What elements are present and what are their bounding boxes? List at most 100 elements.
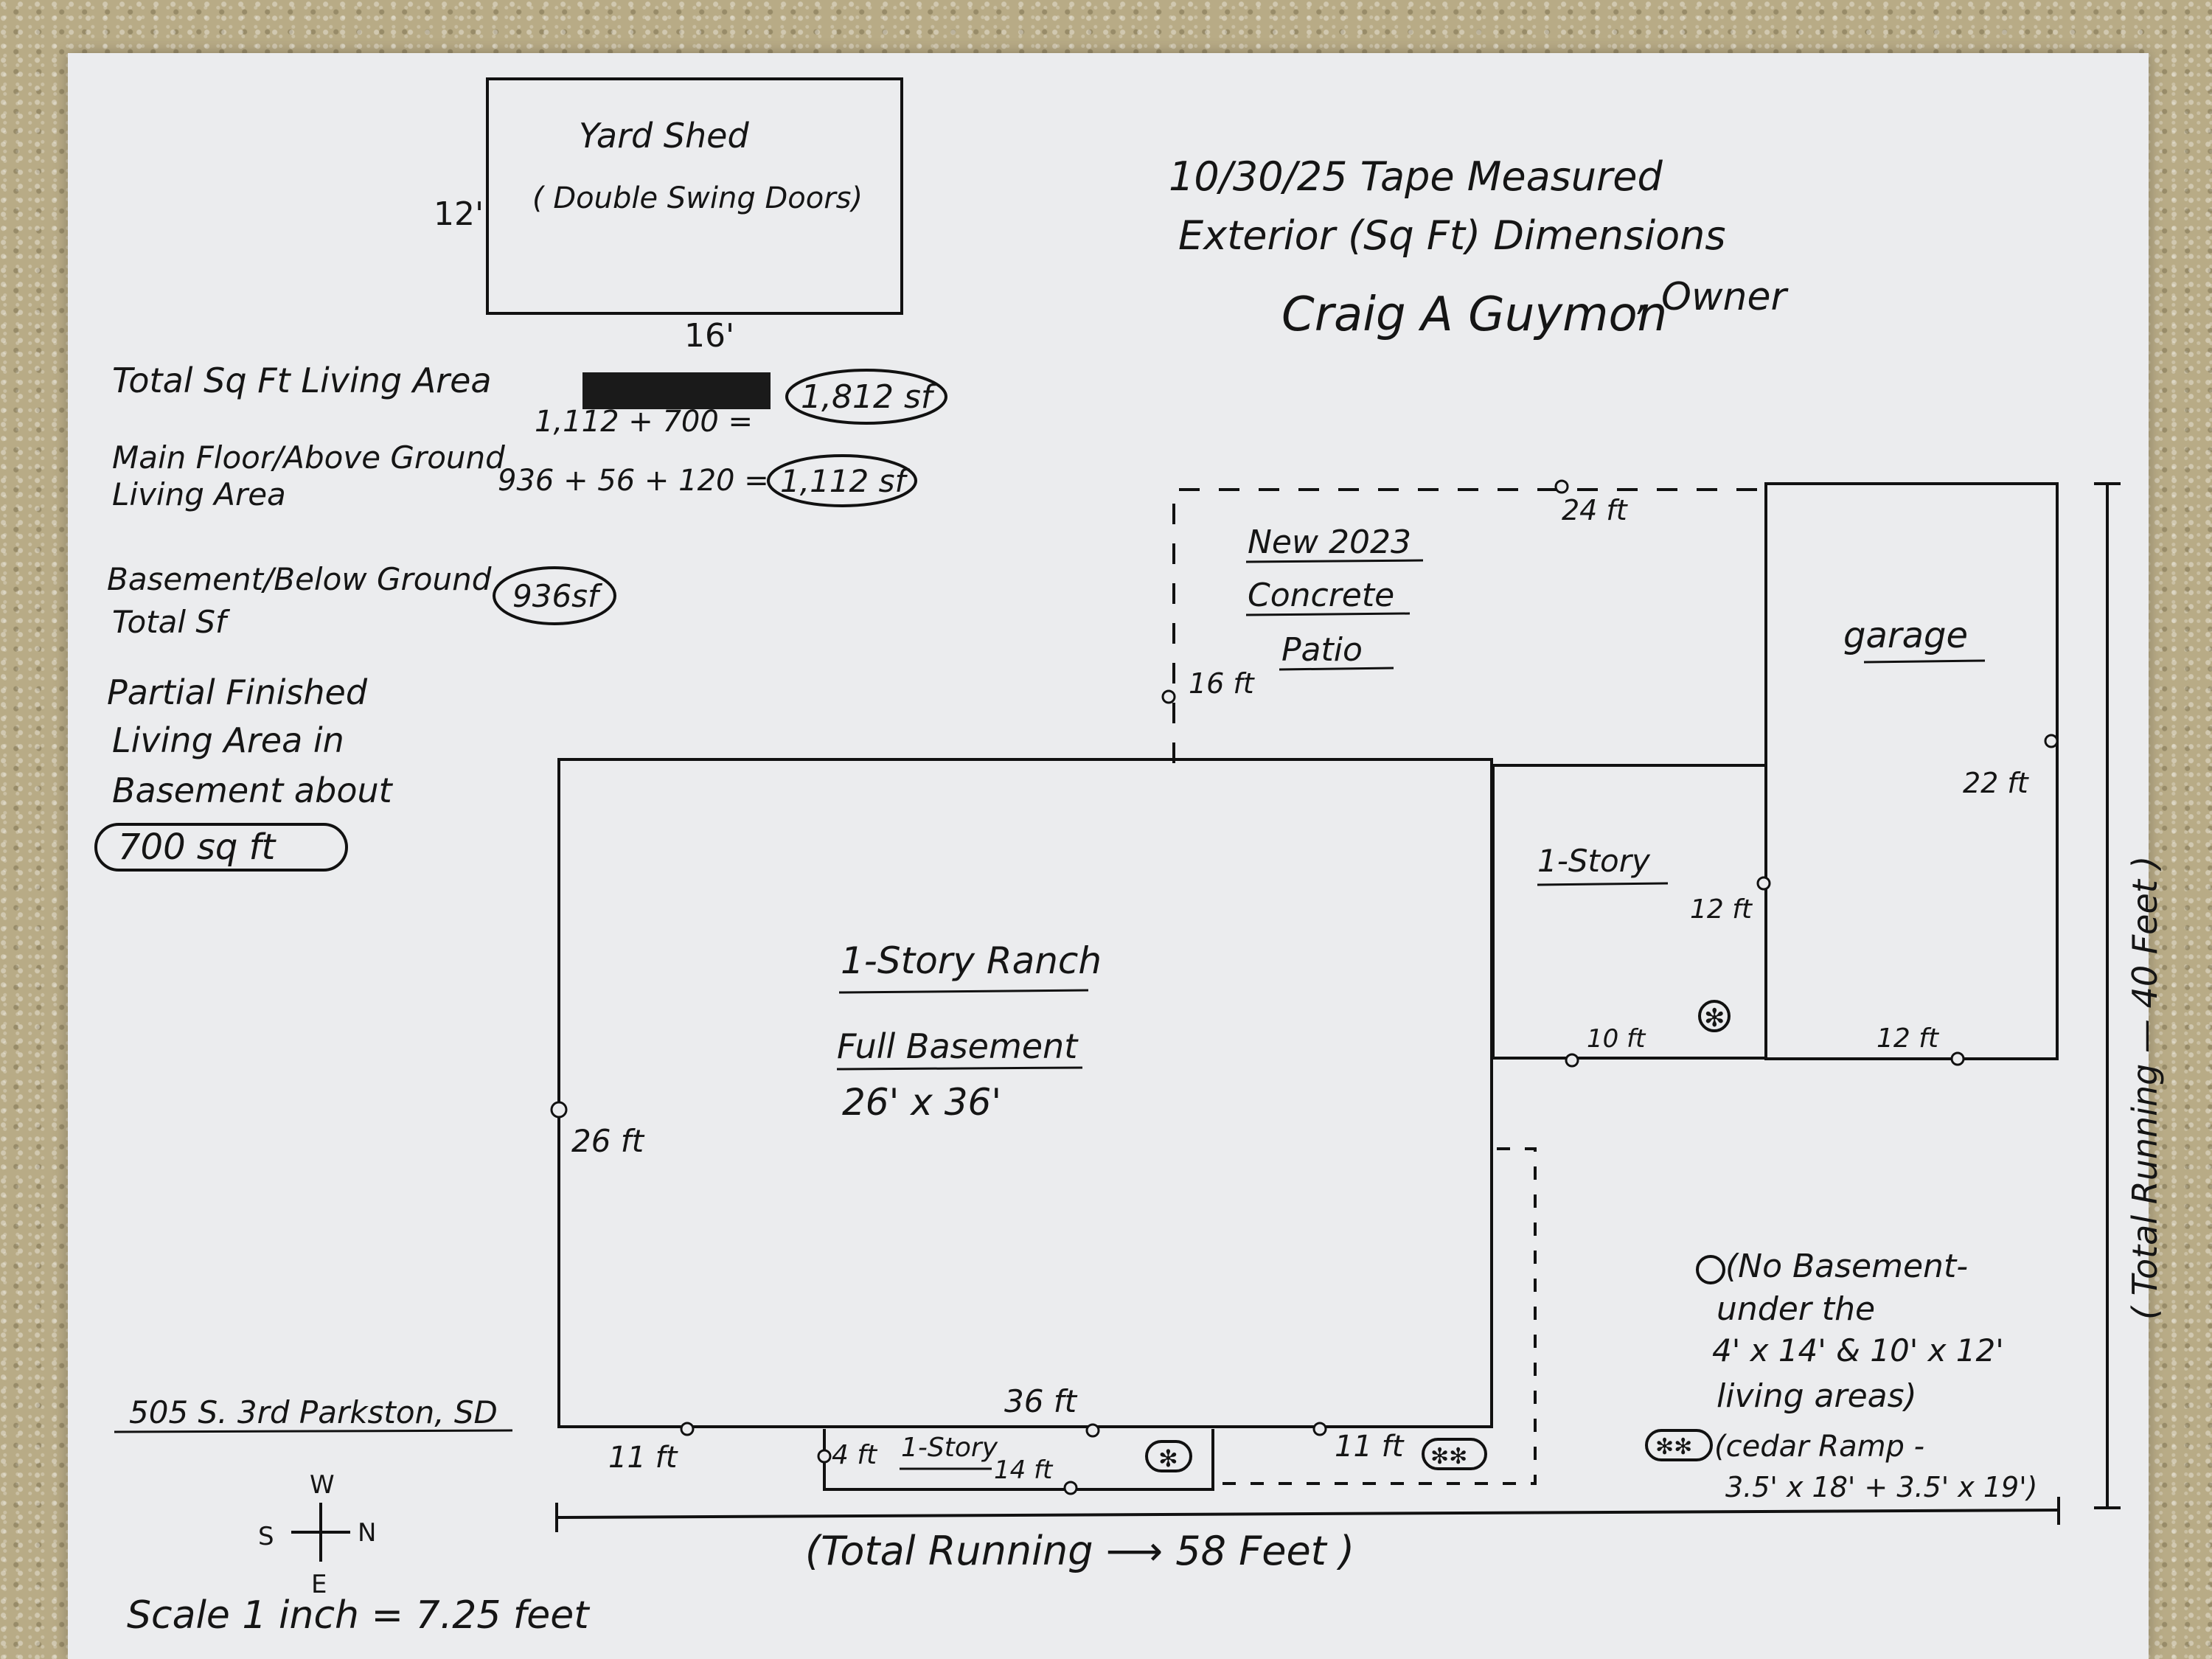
front-width-tick bbox=[1063, 1481, 1078, 1495]
front-left-label: 11 ft bbox=[608, 1441, 678, 1475]
one-story-width-tick bbox=[1565, 1053, 1579, 1068]
owner-label: , Owner bbox=[1637, 275, 1789, 319]
note1-line-1: (No Basement- bbox=[1725, 1248, 1968, 1285]
header-date-line: 10/30/25 Tape Measured bbox=[1169, 153, 1663, 200]
note1-line-4: living areas) bbox=[1717, 1377, 1917, 1415]
front-no-basement-oval bbox=[1145, 1440, 1192, 1472]
note2-symbol: ✻✻ bbox=[1655, 1434, 1692, 1460]
basement-label-underline bbox=[836, 1066, 1083, 1071]
shed-height-label: 12' bbox=[434, 195, 484, 233]
garage-depth-tick bbox=[2044, 734, 2059, 748]
partial-finished-line-3: Basement about bbox=[112, 771, 394, 810]
ranch-outline bbox=[557, 758, 1493, 1428]
total-living-oval bbox=[785, 369, 947, 425]
note2-line-1: (cedar Ramp - bbox=[1714, 1430, 1924, 1464]
ranch-label-underline bbox=[838, 989, 1089, 994]
ranch-label: 1-Story Ranch bbox=[841, 939, 1102, 982]
one-story-depth-label: 12 ft bbox=[1690, 894, 1753, 925]
basement-label: Full Basement bbox=[837, 1026, 1079, 1066]
main-floor-value: 1,112 sf bbox=[780, 463, 910, 499]
patio-depth-tick bbox=[1161, 689, 1176, 704]
basement-dims: 26' x 36' bbox=[842, 1081, 1001, 1124]
total-living-value: 1,812 sf bbox=[801, 378, 937, 416]
one-story-depth-tick bbox=[1756, 876, 1771, 891]
shed-outline bbox=[486, 77, 903, 315]
front-no-basement-symbol: ✻ bbox=[1158, 1444, 1178, 1472]
scribbled-out-text bbox=[582, 372, 771, 409]
shed-width-label: 16' bbox=[684, 317, 734, 355]
patio-label-3-underline bbox=[1279, 667, 1394, 671]
ramp-symbol: ✻✻ bbox=[1430, 1444, 1467, 1470]
patio-depth-label: 16 ft bbox=[1189, 667, 1256, 700]
patio-label-1-underline bbox=[1245, 559, 1424, 563]
garage-width-label: 12 ft bbox=[1877, 1023, 1940, 1054]
garage-depth-label: 22 ft bbox=[1963, 767, 2030, 799]
patio-label-2: Concrete bbox=[1248, 577, 1394, 614]
garage-label: garage bbox=[1843, 615, 1968, 656]
horizontal-total-line bbox=[556, 1509, 2059, 1519]
partial-finished-oval bbox=[94, 823, 348, 872]
garage-width-tick bbox=[1950, 1051, 1965, 1066]
total-living-label: Total Sq Ft Living Area bbox=[112, 361, 492, 400]
front-right-label: 11 ft bbox=[1335, 1430, 1405, 1464]
note2-symbol-oval bbox=[1645, 1429, 1713, 1461]
patio-label-3: Patio bbox=[1281, 631, 1363, 669]
front-depth-tick bbox=[817, 1449, 832, 1464]
basement-total-value: 936sf bbox=[512, 578, 603, 614]
main-floor-label-1: Main Floor/Above Ground bbox=[112, 439, 505, 476]
main-floor-oval bbox=[767, 454, 917, 507]
one-story-no-basement-symbol: ✻ bbox=[1704, 1004, 1725, 1033]
partial-finished-line-2: Living Area in bbox=[112, 720, 344, 760]
header-dimensions-line: Exterior (Sq Ft) Dimensions bbox=[1178, 212, 1726, 259]
total-living-calc: 1,112 + 700 = bbox=[535, 405, 753, 439]
garage-label-underline bbox=[1863, 659, 1986, 664]
ranch-width-tick bbox=[1085, 1423, 1100, 1438]
one-story-no-basement-mark bbox=[1698, 1000, 1731, 1032]
note1-symbol-circle bbox=[1696, 1255, 1725, 1284]
compass-icon bbox=[291, 1503, 350, 1562]
horizontal-total-label: (Total Running ⟶ 58 Feet ) bbox=[805, 1528, 1354, 1574]
shed-title: Yard Shed bbox=[579, 116, 749, 156]
one-story-width-label: 10 ft bbox=[1587, 1024, 1646, 1054]
patio-label-1: New 2023 bbox=[1248, 524, 1411, 561]
main-floor-label-2: Living Area bbox=[112, 476, 286, 512]
address-underline bbox=[114, 1429, 513, 1433]
patio-width-label: 24 ft bbox=[1562, 494, 1629, 526]
note1-line-2: under the bbox=[1717, 1290, 1875, 1328]
one-story-label-underline bbox=[1537, 882, 1669, 886]
front-story-label: 1-Story bbox=[901, 1433, 998, 1463]
partial-finished-line-1: Partial Finished bbox=[107, 672, 368, 712]
front-right-tick bbox=[1312, 1422, 1327, 1436]
ramp-outline bbox=[1213, 1147, 1537, 1485]
front-width-label: 14 ft bbox=[994, 1455, 1054, 1485]
shed-subtitle: ( Double Swing Doors) bbox=[532, 181, 863, 215]
main-floor-calc: 936 + 56 + 120 = bbox=[498, 464, 769, 498]
ranch-depth-tick bbox=[550, 1101, 568, 1119]
address-label: 505 S. 3rd Parkston, SD bbox=[129, 1394, 498, 1430]
basement-total-oval bbox=[493, 566, 616, 625]
vertical-total-label: ( Total Running — 40 Feet ) bbox=[2125, 856, 2165, 1320]
compass-north: N bbox=[358, 1518, 376, 1548]
ranch-depth-label: 26 ft bbox=[571, 1123, 645, 1159]
note2-line-2: 3.5' x 18' + 3.5' x 19') bbox=[1725, 1471, 2037, 1503]
front-left-tick bbox=[680, 1422, 695, 1436]
ranch-width-label: 36 ft bbox=[1004, 1383, 1078, 1419]
compass-west: W bbox=[310, 1470, 335, 1500]
patio-label-2-underline bbox=[1245, 612, 1411, 616]
compass-east: E bbox=[311, 1570, 327, 1599]
partial-finished-value: 700 sq ft bbox=[118, 827, 277, 868]
one-story-label: 1-Story bbox=[1537, 843, 1651, 879]
front-depth-label: 4 ft bbox=[832, 1440, 878, 1470]
paper-sheet bbox=[68, 53, 2149, 1659]
basement-total-label-1: Basement/Below Ground bbox=[107, 561, 492, 597]
note1-line-3: 4' x 14' & 10' x 12' bbox=[1712, 1332, 2004, 1368]
garage-outline bbox=[1764, 482, 2059, 1060]
basement-total-label-2: Total Sf bbox=[112, 604, 231, 640]
owner-signature: Craig A Guymon bbox=[1281, 288, 1667, 342]
ramp-symbol-oval bbox=[1422, 1438, 1487, 1470]
scale-label: Scale 1 inch = 7.25 feet bbox=[127, 1593, 590, 1638]
patio-outline bbox=[1172, 488, 1766, 763]
patio-width-tick bbox=[1554, 479, 1569, 494]
compass-south: S bbox=[258, 1522, 274, 1551]
